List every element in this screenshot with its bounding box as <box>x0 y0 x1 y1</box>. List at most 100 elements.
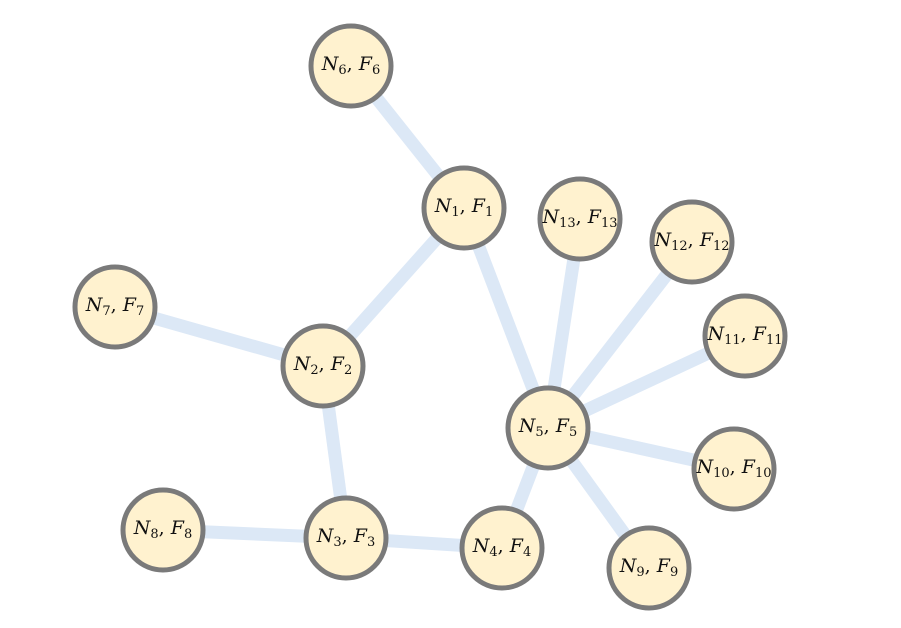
node-n11: N11, F11 <box>702 293 788 379</box>
node-sep: , <box>576 206 588 228</box>
node-var-f: F <box>122 294 137 316</box>
node-var-f: F <box>170 517 185 539</box>
node-var-f: F <box>752 323 767 345</box>
node-circle <box>649 199 735 285</box>
node-sub-f: 1 <box>485 205 493 220</box>
node-var-n: N <box>654 229 673 251</box>
node-circle <box>120 487 206 573</box>
edges-layer <box>113 61 748 572</box>
node-label: N10, F10 <box>696 456 772 481</box>
node-circle <box>280 323 366 409</box>
node-label: N9, F9 <box>619 555 678 580</box>
node-sub-f: 12 <box>713 239 730 254</box>
node-sep: , <box>111 294 123 316</box>
node-n10: N10, F10 <box>691 426 777 512</box>
node-sep: , <box>342 525 354 547</box>
node-sub-f: 5 <box>569 425 577 440</box>
node-label: N8, F8 <box>133 517 192 542</box>
node-sep: , <box>544 415 556 437</box>
node-var-n: N <box>619 555 638 577</box>
node-var-n: N <box>133 517 152 539</box>
node-var-f: F <box>741 456 756 478</box>
node-var-n: N <box>293 353 312 375</box>
node-circle <box>421 165 507 251</box>
node-sep: , <box>498 535 510 557</box>
node-n4: N4, F4 <box>459 505 545 591</box>
node-n1: N1, F1 <box>421 165 507 251</box>
node-sep: , <box>645 555 657 577</box>
node-sep: , <box>688 229 700 251</box>
node-label: N13, F13 <box>542 206 618 231</box>
node-sep: , <box>730 456 742 478</box>
node-sep: , <box>159 517 171 539</box>
node-sub-f: 9 <box>670 565 678 580</box>
node-sub-f: 6 <box>372 63 380 78</box>
node-var-n: N <box>542 206 561 228</box>
node-circle <box>505 385 591 471</box>
node-sub-n: 7 <box>102 304 110 319</box>
node-var-n: N <box>321 53 340 75</box>
node-sub-f: 3 <box>367 535 375 550</box>
node-sep: , <box>741 323 753 345</box>
node-n12: N12, F12 <box>649 199 735 285</box>
node-var-f: F <box>699 229 714 251</box>
node-sub-f: 2 <box>344 363 352 378</box>
node-var-f: F <box>555 415 570 437</box>
node-label: N4, F4 <box>472 535 531 560</box>
node-n2: N2, F2 <box>280 323 366 409</box>
node-label: N5, F5 <box>518 415 577 440</box>
node-n3: N3, F3 <box>303 495 389 581</box>
node-var-f: F <box>587 206 602 228</box>
node-n6: N6, F6 <box>308 23 394 109</box>
node-var-f: F <box>509 535 524 557</box>
node-sub-f: 7 <box>136 304 144 319</box>
node-sub-n: 13 <box>559 216 576 231</box>
node-circle <box>537 176 623 262</box>
node-sub-f: 10 <box>755 466 772 481</box>
node-label: N11, F11 <box>707 323 783 348</box>
node-sub-f: 13 <box>601 216 618 231</box>
node-label: N12, F12 <box>654 229 730 254</box>
node-sep: , <box>347 53 359 75</box>
node-sub-n: 11 <box>724 333 741 348</box>
node-circle <box>459 505 545 591</box>
node-n13: N13, F13 <box>537 176 623 262</box>
node-var-n: N <box>85 294 104 316</box>
node-sub-n: 3 <box>333 535 341 550</box>
node-circle <box>308 23 394 109</box>
node-sub-n: 5 <box>535 425 543 440</box>
node-n7: N7, F7 <box>72 264 158 350</box>
node-var-n: N <box>434 195 453 217</box>
node-var-n: N <box>518 415 537 437</box>
node-sep: , <box>319 353 331 375</box>
node-sub-n: 6 <box>338 63 346 78</box>
node-sub-f: 8 <box>184 527 192 542</box>
node-n9: N9, F9 <box>606 525 692 611</box>
node-sub-n: 10 <box>713 466 730 481</box>
node-circle <box>691 426 777 512</box>
node-label: N1, F1 <box>434 195 493 220</box>
node-var-n: N <box>707 323 726 345</box>
node-circle <box>303 495 389 581</box>
node-label: N3, F3 <box>316 525 375 550</box>
node-sub-n: 9 <box>636 565 644 580</box>
node-n8: N8, F8 <box>120 487 206 573</box>
node-var-n: N <box>472 535 491 557</box>
node-circle <box>606 525 692 611</box>
node-sep: , <box>460 195 472 217</box>
node-var-f: F <box>656 555 671 577</box>
node-sub-n: 2 <box>310 363 318 378</box>
node-var-f: F <box>471 195 486 217</box>
node-sub-f: 4 <box>523 545 531 560</box>
node-sub-n: 4 <box>489 545 497 560</box>
node-var-f: F <box>353 525 368 547</box>
node-label: N6, F6 <box>321 53 380 78</box>
node-sub-n: 8 <box>150 527 158 542</box>
node-var-f: F <box>358 53 373 75</box>
node-var-f: F <box>330 353 345 375</box>
node-n5: N5, F5 <box>505 385 591 471</box>
node-sub-f: 11 <box>766 333 783 348</box>
node-circle <box>72 264 158 350</box>
